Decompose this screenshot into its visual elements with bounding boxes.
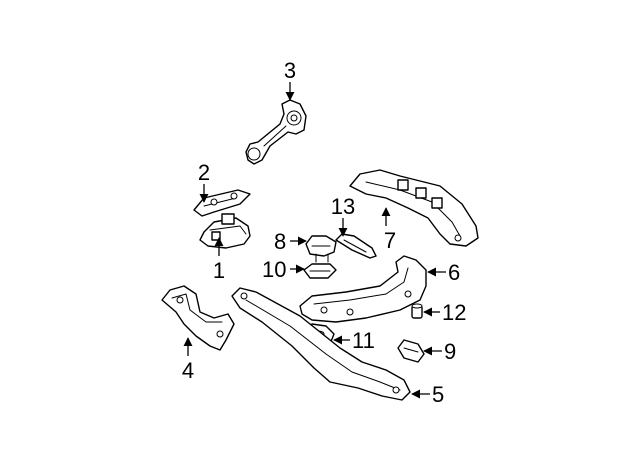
callout-11: 11 (352, 328, 375, 353)
callout-10: 10 (262, 257, 286, 282)
callout-9: 9 (444, 339, 456, 364)
part-9-pad (397, 339, 425, 363)
callout-8: 8 (274, 229, 286, 254)
part-2-bracket (193, 189, 251, 217)
callout-2: 2 (198, 160, 210, 185)
callout-12: 12 (442, 300, 466, 325)
callout-13: 13 (331, 194, 355, 219)
part-13-pad (335, 233, 377, 259)
part-1-mount (199, 213, 251, 249)
callout-1: 1 (213, 258, 225, 283)
callout-3: 3 (284, 58, 296, 83)
part-3-torque-rod (245, 99, 307, 165)
part-6-crossmember (299, 255, 427, 323)
callout-labels: 3 2 1 13 7 8 10 6 12 11 9 4 5 (182, 58, 467, 407)
part-7-crossmember (349, 169, 479, 247)
callout-4: 4 (182, 358, 194, 383)
part-4-bracket (161, 285, 235, 351)
callout-5: 5 (432, 382, 444, 407)
leader-lines (183, 82, 446, 399)
part-10-spacer (303, 263, 337, 279)
part-5-crossmember (231, 287, 411, 401)
callout-7: 7 (384, 228, 396, 253)
callout-6: 6 (448, 260, 460, 285)
part-8-mount (305, 235, 337, 263)
part-12-bushing (411, 303, 423, 319)
